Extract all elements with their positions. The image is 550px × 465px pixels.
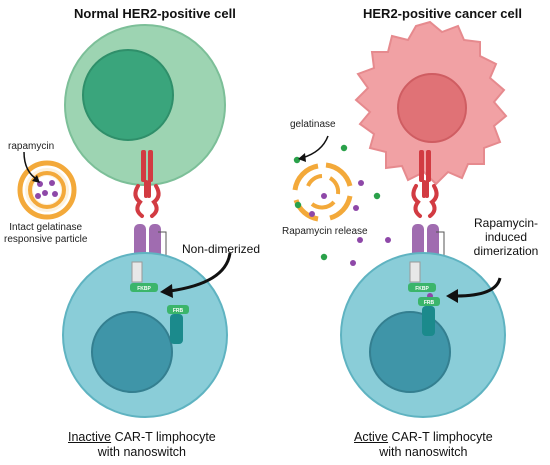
rapamycin-label: rapamycin <box>8 141 55 152</box>
left-panel-title: Normal HER2-positive cell <box>74 6 236 21</box>
frb-tag-right: FRB <box>424 300 435 306</box>
non-dimerized-arrow <box>169 252 232 293</box>
fkbp-domain-right: FKBP <box>408 283 436 292</box>
right-caption-status: Active <box>354 430 389 444</box>
particle-caption: Intact gelatinase responsive particle <box>4 222 87 246</box>
dimerization-arrowhead <box>446 289 458 303</box>
dimerization-label-line2: induced <box>484 230 528 244</box>
left-caption-rest: CAR-T limphocyte <box>111 430 216 444</box>
cancer-cell-nucleus <box>397 73 467 143</box>
frb-domain-left: FRB <box>167 305 189 344</box>
frb-tag-left: FRB <box>173 308 184 314</box>
rapamycin-release-label: Rapamycin release <box>282 226 368 237</box>
her2-receptor-right <box>419 150 431 182</box>
dimerization-label: Rapamycin- induced dimerization <box>469 216 543 258</box>
tcell-left-nucleus <box>91 311 173 393</box>
her2-receptor <box>141 150 153 182</box>
transmembrane-right <box>409 261 421 283</box>
left-caption-line2: with nanoswitch <box>97 445 186 459</box>
left-caption: Inactive CAR-T limphocyte with nanoswitc… <box>68 430 216 460</box>
left-caption-status: Inactive <box>68 430 112 444</box>
right-panel-title: HER2-positive cancer cell <box>363 6 522 21</box>
non-dimerized-arrowhead <box>160 284 173 298</box>
gelatinase-label: gelatinase <box>290 119 336 130</box>
gelatinase-pointer-arrow <box>301 135 329 159</box>
fkbp-tag-left: FKBP <box>137 286 151 292</box>
particle-caption-line2: responsive particle <box>4 234 88 245</box>
car-hinge-right <box>412 224 445 269</box>
car-binding-domain <box>133 180 161 218</box>
right-caption: Active CAR-T limphocyte with nanoswitch <box>354 430 493 460</box>
particle-caption-line1: Intact gelatinase <box>9 222 83 233</box>
frb-domain-right: FRB <box>418 297 440 336</box>
gelatinase-pointer-arrowhead <box>298 153 306 162</box>
non-dimerized-label: Non-dimerized <box>182 242 261 256</box>
dimerization-label-line1: Rapamycin- <box>473 216 539 230</box>
dimerization-label-line3: dimerization <box>473 244 539 258</box>
gelatinase-enzymes <box>293 144 381 261</box>
released-rapamycin <box>309 180 391 266</box>
dimerization-arrow <box>455 277 502 298</box>
transmembrane-left <box>131 261 143 283</box>
rapamycin-pointer-arrowhead <box>32 175 40 183</box>
normal-cell-nucleus <box>82 49 174 141</box>
car-binding-domain-right <box>411 180 439 218</box>
right-caption-line2: with nanoswitch <box>379 445 468 459</box>
fkbp-tag-right: FKBP <box>415 286 429 292</box>
tcell-right-nucleus <box>369 311 451 393</box>
fkbp-domain-left: FKBP <box>130 283 158 292</box>
broken-particle <box>292 162 353 222</box>
right-caption-rest: CAR-T limphocyte <box>388 430 493 444</box>
